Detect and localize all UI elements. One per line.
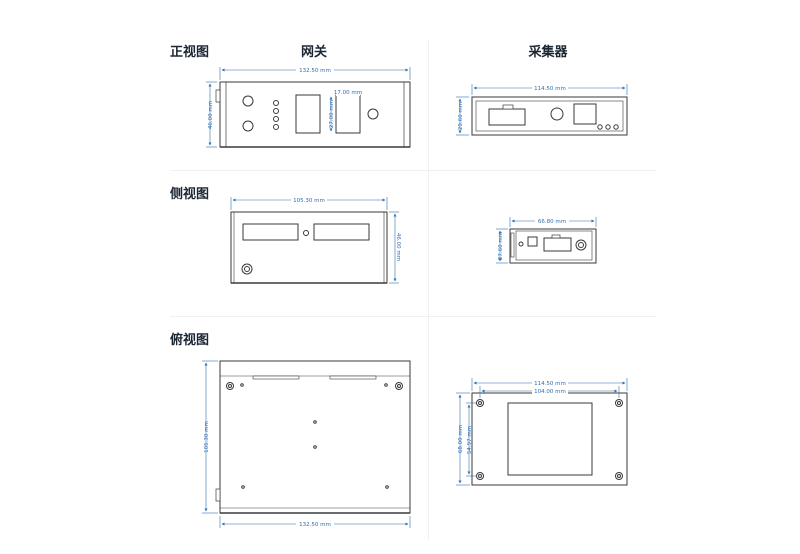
collector-front-view xyxy=(471,96,628,136)
col-top-width-label-bg xyxy=(532,378,568,387)
gateway-side-dimensions xyxy=(230,197,399,284)
gw-port-height-label: 27.00 mm xyxy=(329,100,335,128)
col-top-height-label: 68.00 mm xyxy=(458,425,464,453)
collector-column-title: 采集器 xyxy=(528,45,568,60)
gateway-side-view xyxy=(230,211,388,284)
col-top-inner-width-label-bg xyxy=(532,386,568,395)
gw-side-height-label: 46.00 mm xyxy=(395,233,401,261)
col-front-width-label: 114.50 mm xyxy=(534,86,566,92)
col-side-width-label-bg xyxy=(535,216,569,225)
collector-top-view xyxy=(471,392,628,486)
gw-side-width-label-bg xyxy=(291,195,327,204)
gateway-top-view xyxy=(215,360,411,514)
collector-side-view xyxy=(509,228,597,264)
side-view-heading: 侧视图 xyxy=(170,187,210,202)
row-separator-1 xyxy=(170,170,656,171)
gw-top-height-label: 105.30 mm xyxy=(204,421,210,453)
col-side-width-label: 66.80 mm xyxy=(538,219,566,225)
gw-top-width-label-bg xyxy=(296,519,334,528)
gw-top-width-label: 132.50 mm xyxy=(299,522,331,528)
col-top-inner-height-label: 54.97 mm xyxy=(467,426,473,454)
column-separator xyxy=(428,40,429,540)
gw-front-width-label-bg xyxy=(296,65,334,74)
gw-front-height-label: 46.00 mm xyxy=(208,101,214,129)
col-side-height-label: 27.60 mm xyxy=(498,232,504,260)
col-top-width-label: 114.50 mm xyxy=(534,381,566,387)
gw-side-width-label: 105.30 mm xyxy=(293,198,325,204)
gw-port-width-label: 17.00 mm xyxy=(334,90,362,96)
gateway-front-view xyxy=(215,81,411,148)
col-front-width-label-bg xyxy=(532,83,568,92)
front-view-heading: 正视图 xyxy=(170,45,210,60)
col-front-height-label: 29.60 mm xyxy=(458,102,464,130)
gw-front-width-label: 132.50 mm xyxy=(299,68,331,74)
gateway-column-title: 网关 xyxy=(300,45,328,60)
top-view-heading: 俯视图 xyxy=(170,333,210,348)
col-top-inner-width-label: 104.00 mm xyxy=(534,389,566,395)
gw-port-width-label-bg xyxy=(336,87,360,96)
row-separator-2 xyxy=(170,316,656,317)
